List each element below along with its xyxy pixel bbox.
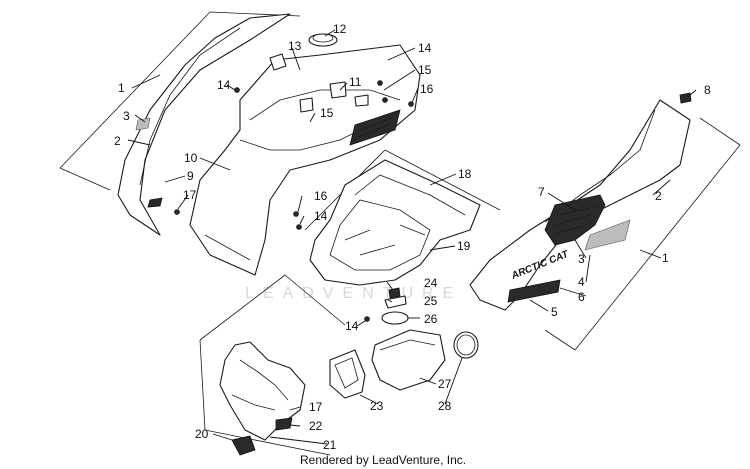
callout-15-top: 15 bbox=[418, 63, 432, 77]
callout-14-top-right: 14 bbox=[418, 41, 432, 55]
callout-26: 26 bbox=[424, 312, 438, 326]
callout-13: 13 bbox=[288, 39, 302, 53]
callout-18: 18 bbox=[458, 167, 472, 181]
callout-27: 27 bbox=[438, 377, 452, 391]
right-side-panel bbox=[469, 92, 692, 311]
callout-1-right: 1 bbox=[662, 251, 669, 265]
callout-5: 5 bbox=[551, 305, 558, 319]
callout-24: 24 bbox=[424, 276, 438, 290]
group-frame-lower bbox=[199, 274, 346, 456]
callout-6: 6 bbox=[578, 290, 585, 304]
lower-bracket bbox=[219, 341, 306, 456]
callout-10: 10 bbox=[184, 151, 198, 165]
screws bbox=[174, 80, 414, 322]
callout-17-lower: 17 bbox=[309, 400, 323, 414]
callout-20: 20 bbox=[195, 427, 209, 441]
callout-3-left: 3 bbox=[123, 109, 130, 123]
callout-1-left: 1 bbox=[118, 81, 125, 95]
intake-duct bbox=[329, 311, 479, 399]
leader-lines bbox=[127, 29, 697, 445]
callout-9: 9 bbox=[187, 169, 194, 183]
callout-2-left: 2 bbox=[114, 134, 121, 148]
callout-8: 8 bbox=[704, 83, 711, 97]
callout-22: 22 bbox=[309, 419, 323, 433]
callout-16-top: 16 bbox=[420, 82, 434, 96]
callout-28: 28 bbox=[438, 399, 452, 413]
callout-labels: 1 3 2 13 12 14 14 15 11 16 15 10 9 17 16… bbox=[114, 22, 711, 452]
center-liner bbox=[309, 159, 481, 286]
callout-25: 25 bbox=[424, 294, 438, 308]
callout-21: 21 bbox=[323, 438, 337, 452]
footer-credit: Rendered by LeadVenture, Inc. bbox=[300, 453, 466, 467]
callout-14-top-left: 14 bbox=[217, 78, 231, 92]
callout-19: 19 bbox=[457, 239, 471, 253]
callout-16-center: 16 bbox=[314, 189, 328, 203]
callout-3-right: 3 bbox=[578, 252, 585, 266]
filler-ring bbox=[308, 33, 338, 47]
callout-14-lower: 14 bbox=[345, 319, 359, 333]
callout-12: 12 bbox=[333, 22, 347, 36]
group-frame-right-side bbox=[544, 117, 741, 351]
callout-7: 7 bbox=[538, 185, 545, 199]
left-side-panel bbox=[117, 13, 291, 236]
clip-parts bbox=[384, 287, 407, 309]
callout-11: 11 bbox=[349, 75, 362, 89]
callout-23: 23 bbox=[370, 399, 384, 413]
callout-17-upper: 17 bbox=[183, 188, 197, 202]
callout-15-center: 15 bbox=[320, 106, 334, 120]
callout-4: 4 bbox=[578, 275, 585, 289]
callout-2-right: 2 bbox=[655, 189, 662, 203]
hood-brackets bbox=[269, 53, 369, 113]
callout-14-center: 14 bbox=[314, 209, 328, 223]
